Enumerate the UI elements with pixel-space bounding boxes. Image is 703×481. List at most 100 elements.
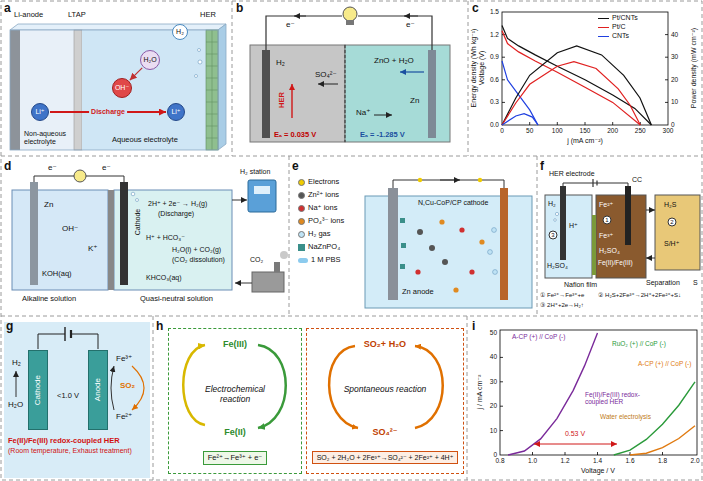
- text-label: Power density (mW cm⁻²): [690, 28, 698, 108]
- legend-sample: [598, 36, 609, 37]
- text-label: HER electrode: [549, 170, 595, 178]
- zn-h2-cell: [358, 16, 432, 50]
- text-label: Eₐ = -1.285 V: [360, 131, 405, 140]
- text-label: Fe(II)/Fe(III): [598, 259, 633, 266]
- species-circle: OH⁻: [112, 78, 132, 98]
- zn-pbs-cell: [401, 243, 406, 248]
- zn-pbs-cell: [493, 270, 498, 275]
- h2s-cell: [646, 258, 655, 259]
- text-label: A-CP (+) // CoP (-): [512, 333, 565, 340]
- text-label: ② H₂S+2Fe³⁺→2H⁺+2Fe²⁺+S↓: [598, 292, 681, 299]
- text-label: 10: [671, 99, 678, 106]
- li-water-cell: [195, 75, 198, 78]
- lsv-chart: [630, 426, 695, 455]
- text-label: Fe(II)/Fe(III) redox-coupled HER: [585, 391, 657, 406]
- zn-pbs-cell: [417, 229, 423, 235]
- li-water-cell: [198, 60, 202, 64]
- text-label: H⁺: [569, 222, 578, 230]
- text-label: S: [693, 279, 698, 287]
- h2s-cell: [596, 195, 646, 278]
- text-label: A-CP (+) // CoP (-): [638, 360, 691, 367]
- text-label: RuO₂ (+) // CoP (-): [612, 340, 666, 347]
- text-label: 50: [526, 127, 533, 134]
- zn-pbs-cell: [478, 178, 482, 182]
- legend-item: 1 M PBS: [298, 256, 341, 265]
- text-label: Voltage / V: [581, 467, 615, 475]
- callout-number: 3: [549, 231, 558, 240]
- text-label: Voltage (V): [478, 51, 486, 86]
- text-label: d: [4, 160, 11, 174]
- zn-pbs-cell: [453, 287, 458, 292]
- text-label: 0.6: [490, 76, 499, 83]
- h2s-cell: [554, 219, 557, 222]
- legend-text: Zn²⁺ ions: [308, 191, 339, 200]
- zn-h2-cell: [250, 7, 450, 142]
- zn-pbs-cell: [500, 188, 508, 300]
- battery-symbol: [65, 327, 71, 341]
- zn-h2-cell: [266, 16, 342, 50]
- text-label: 2.0: [690, 457, 699, 464]
- node-text: Cathode: [33, 375, 42, 405]
- text-label: Water electrolysis: [600, 413, 651, 420]
- text-label: e: [292, 160, 299, 174]
- text-label: H⁺ + HCO₃⁻: [146, 234, 185, 242]
- li-water-cell: [74, 30, 82, 150]
- zn-h2-cell: [374, 115, 392, 116]
- text-label: K⁺: [88, 244, 98, 253]
- panel-divider: [1, 316, 702, 317]
- text-label: 250: [635, 127, 646, 134]
- text-label: j (mA cm⁻²): [567, 137, 603, 145]
- text-label: HER: [278, 92, 287, 108]
- text-label: Zn: [44, 200, 53, 209]
- h2s-cell: [592, 179, 593, 187]
- legend-text: Pt/CNTs: [612, 14, 638, 22]
- zn-co2-cell: [114, 190, 232, 290]
- panel-divider: [289, 156, 290, 316]
- text-label: HER: [200, 11, 216, 20]
- node-text: Fe(II): [224, 427, 246, 437]
- text-label: H₂S: [664, 201, 676, 209]
- zn-h2-cell: [404, 16, 418, 17]
- node-text: H₂O: [143, 56, 156, 64]
- text-label: (Discharge): [158, 210, 194, 218]
- zn-pbs-cell: [459, 227, 464, 232]
- text-label: Fe²⁺: [599, 201, 613, 209]
- text-label: H₂O(l) + CO₂(g): [172, 246, 221, 254]
- text-label: Non-aqueous electrolyte: [24, 130, 68, 146]
- text-label: SO₄²⁻: [315, 70, 337, 79]
- text-label: N,Cu-CoP/CP cathode: [418, 199, 488, 207]
- text-label: ZnO + H₂O: [374, 56, 414, 65]
- redox-cell: [111, 366, 114, 410]
- lsv-chart: [500, 330, 697, 455]
- text-label: Separation: [646, 279, 680, 287]
- text-label: H₂SO₄: [599, 247, 620, 255]
- reaction-panel: SO₂+ H₂OSpontaneous reactionSO₄²⁻SO₂ + 2…: [306, 328, 464, 474]
- zn-co2-cell: [252, 272, 284, 292]
- lsv-chart: [534, 444, 617, 445]
- h2s-cell: [563, 183, 628, 186]
- li-water-cell: [20, 30, 74, 150]
- li-water-cell: [10, 30, 20, 150]
- polarization-chart: [502, 12, 668, 125]
- battery-symbol: [64, 327, 65, 341]
- li-water-cell: [10, 24, 226, 30]
- text-label: g: [6, 320, 13, 334]
- zn-co2-cell: [136, 199, 139, 202]
- legend-item: Pt/CNTs: [598, 14, 638, 22]
- node-text: SO₂ + 2H₂O + 2Fe³⁺→SO₄²⁻ + 2Fe²⁺ + 4H⁺: [317, 454, 454, 462]
- text-label: H₂: [12, 358, 21, 367]
- zn-h2-cell: [343, 7, 357, 21]
- text-label: SO₂: [120, 381, 135, 390]
- legend-sample: [298, 205, 305, 212]
- text-label: Alkaline solution: [22, 295, 76, 304]
- panel-divider: [537, 156, 538, 316]
- text-label: 0.53 V: [565, 430, 585, 438]
- legend-item: Electrons: [298, 178, 339, 187]
- legend-sample: [298, 179, 305, 186]
- text-label: Fe³⁺: [116, 354, 132, 363]
- text-label: H₂SO₄: [547, 262, 568, 270]
- h2s-cell: [596, 181, 597, 186]
- li-water-cell: [206, 30, 218, 150]
- connector-label: Discharge: [89, 108, 127, 116]
